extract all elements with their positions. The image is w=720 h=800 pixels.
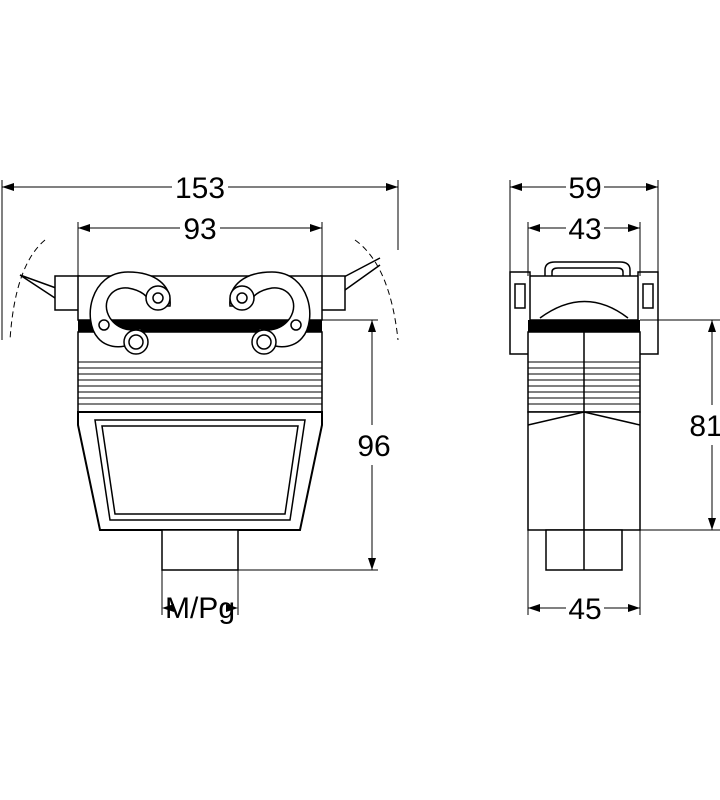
dim-lever-width: 93 <box>77 213 323 276</box>
dim-side-lever: 43 <box>527 213 641 276</box>
dim-label-153: 153 <box>175 172 225 205</box>
right-lever-loop <box>229 271 311 355</box>
dim-label-mpg: M/Pg <box>165 592 235 625</box>
front-view: 153 93 96 M/Pg <box>1 172 399 625</box>
dim-label-81: 81 <box>689 410 720 443</box>
dim-side-base: 45 <box>527 530 641 626</box>
side-right-clip-inner <box>642 283 654 309</box>
left-lever-loop <box>89 271 171 355</box>
dim-front-height: 96 <box>238 319 391 571</box>
front-ribs <box>78 361 322 405</box>
dim-label-59: 59 <box>568 172 601 205</box>
left-lever-arm <box>19 274 59 301</box>
dim-label-96: 96 <box>357 430 390 463</box>
side-black-band <box>528 320 640 332</box>
front-cable-gland <box>161 529 239 571</box>
left-lever-swing-arc <box>9 239 46 341</box>
side-handle-inner <box>551 267 624 285</box>
dim-label-43: 43 <box>568 213 601 246</box>
right-lever-arm <box>341 257 381 291</box>
side-view: 59 43 81 <box>509 172 720 626</box>
side-top-plate <box>527 275 641 321</box>
front-hood-inner-frame <box>94 419 306 521</box>
dim-label-93: 93 <box>183 213 216 246</box>
side-top-arc <box>539 300 629 319</box>
left-mounting-tab <box>54 275 80 311</box>
side-left-clip-inner <box>514 283 526 309</box>
dim-cable-entry: M/Pg <box>161 570 239 625</box>
dim-overall-width: 153 <box>1 172 399 340</box>
side-ribs <box>528 361 640 405</box>
front-hood-inner-panel <box>101 425 299 515</box>
right-mounting-tab <box>320 275 346 311</box>
front-hood-outline <box>77 411 323 531</box>
dim-side-height: 81 <box>640 319 720 531</box>
dim-side-depth: 59 <box>509 172 659 272</box>
right-lever-swing-arc <box>354 239 399 341</box>
dim-label-45: 45 <box>568 593 601 626</box>
